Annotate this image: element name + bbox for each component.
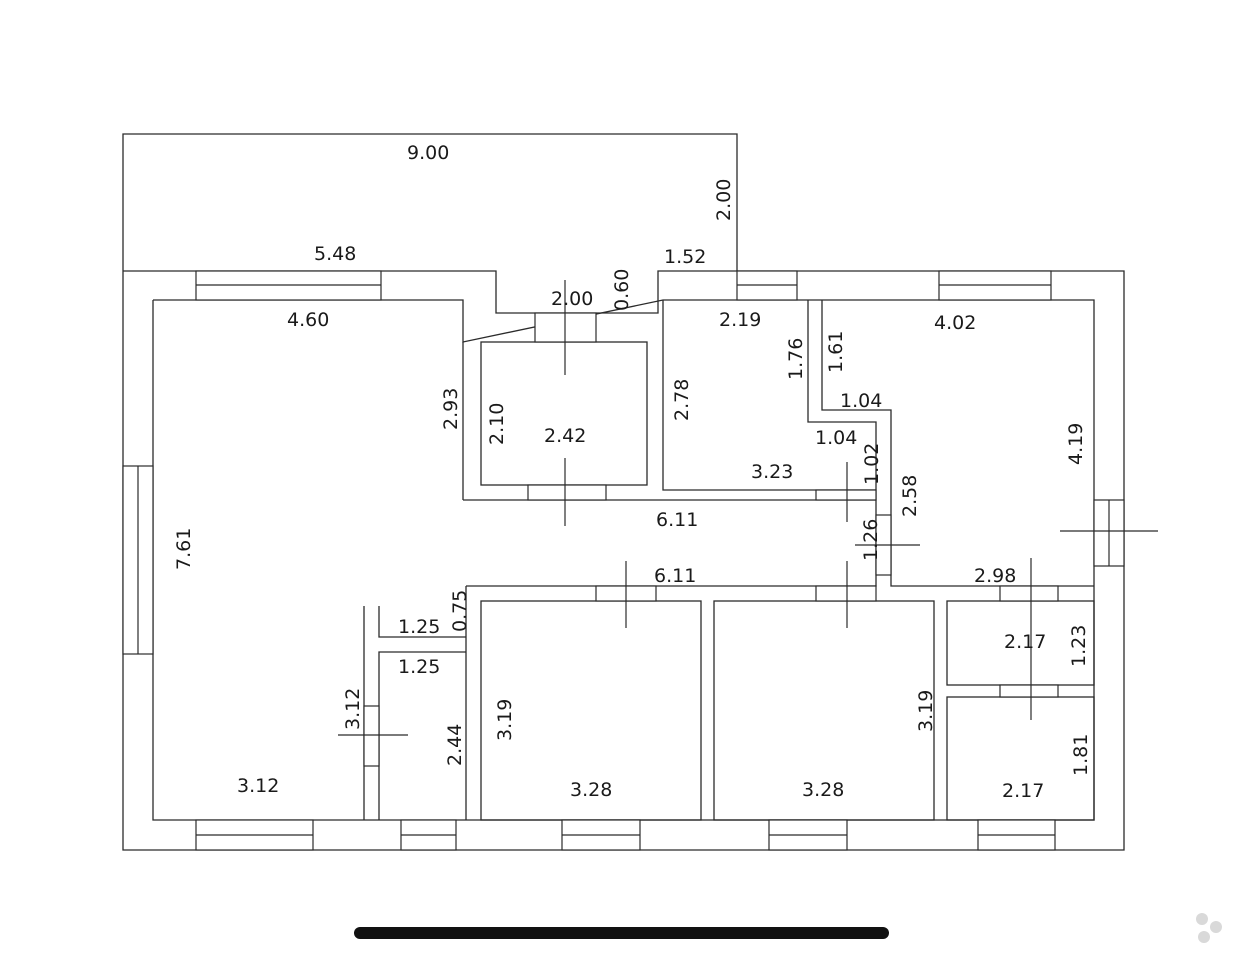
dim-left-top: 5.48 <box>314 243 356 265</box>
closet-wall <box>378 606 466 638</box>
door <box>815 585 877 602</box>
dim-wc-bottom: 2.17 <box>1002 780 1044 802</box>
dim-b-c-3: 1.04 <box>840 390 882 412</box>
dim-bedroom2-right: 3.19 <box>915 690 937 732</box>
home-indicator <box>354 927 889 939</box>
dim-entry-area: 2.42 <box>544 425 586 447</box>
dim-corridor-small: 1.26 <box>860 519 882 561</box>
dim-closet-b: 1.25 <box>398 656 440 678</box>
room-c-wall <box>821 300 1094 587</box>
dim-closet-height: 2.44 <box>444 724 466 766</box>
dim-living-bottom: 3.12 <box>237 775 279 797</box>
dim-bath-width-1: 2.17 <box>1004 631 1046 653</box>
dim-room-b-top: 2.19 <box>719 309 761 331</box>
door <box>363 705 380 767</box>
watermark-logo <box>1196 913 1222 943</box>
dim-bedroom2-bottom: 3.28 <box>802 779 844 801</box>
dim-terrace-depth: 2.00 <box>713 179 735 221</box>
exterior-wall-inner <box>152 299 1095 821</box>
dim-entry-left: 2.93 <box>440 388 462 430</box>
door <box>527 484 607 501</box>
dim-closet-a: 1.25 <box>398 616 440 638</box>
dim-entry-width: 2.00 <box>551 288 593 310</box>
dim-b-c-2: 1.61 <box>825 331 847 373</box>
room-b-wall <box>662 300 876 491</box>
dim-bath-top: 2.98 <box>974 565 1016 587</box>
terrace-outline <box>122 133 738 271</box>
dim-living-wall: 3.12 <box>342 688 364 730</box>
dim-corridor-upper: 6.11 <box>656 509 698 531</box>
door <box>999 684 1059 698</box>
dim-bedroom1-bottom: 3.28 <box>570 779 612 801</box>
dim-b-c-1: 1.76 <box>785 338 807 380</box>
door <box>999 585 1059 602</box>
dim-top-overall: 9.00 <box>407 142 449 164</box>
dim-room-b-left: 2.78 <box>671 379 693 421</box>
dim-living-top: 4.60 <box>287 309 329 331</box>
dim-entry-inner: 2.10 <box>486 403 508 445</box>
dim-right-top: 1.52 <box>664 246 706 268</box>
dim-wc-height: 1.81 <box>1070 734 1092 776</box>
dim-b-c-4: 1.04 <box>815 427 857 449</box>
dim-step: 0.60 <box>611 269 633 311</box>
dim-bedroom1-left: 3.19 <box>494 699 516 741</box>
dim-corridor-lower: 6.11 <box>654 565 696 587</box>
dim-closet-step: 0.75 <box>449 590 471 632</box>
room-b-wall <box>807 300 877 500</box>
dim-room-c-right: 4.19 <box>1065 423 1087 465</box>
exterior-wall-outer <box>122 270 1125 851</box>
door <box>815 489 877 501</box>
dim-corridor-height: 2.58 <box>899 475 921 517</box>
dim-bath-height-1: 1.23 <box>1068 625 1090 667</box>
dim-b-c-5: 1.02 <box>861 443 883 485</box>
dim-room-b-bottom: 3.23 <box>751 461 793 483</box>
dim-room-c-top: 4.02 <box>934 312 976 334</box>
dim-living-left: 7.61 <box>173 528 195 570</box>
